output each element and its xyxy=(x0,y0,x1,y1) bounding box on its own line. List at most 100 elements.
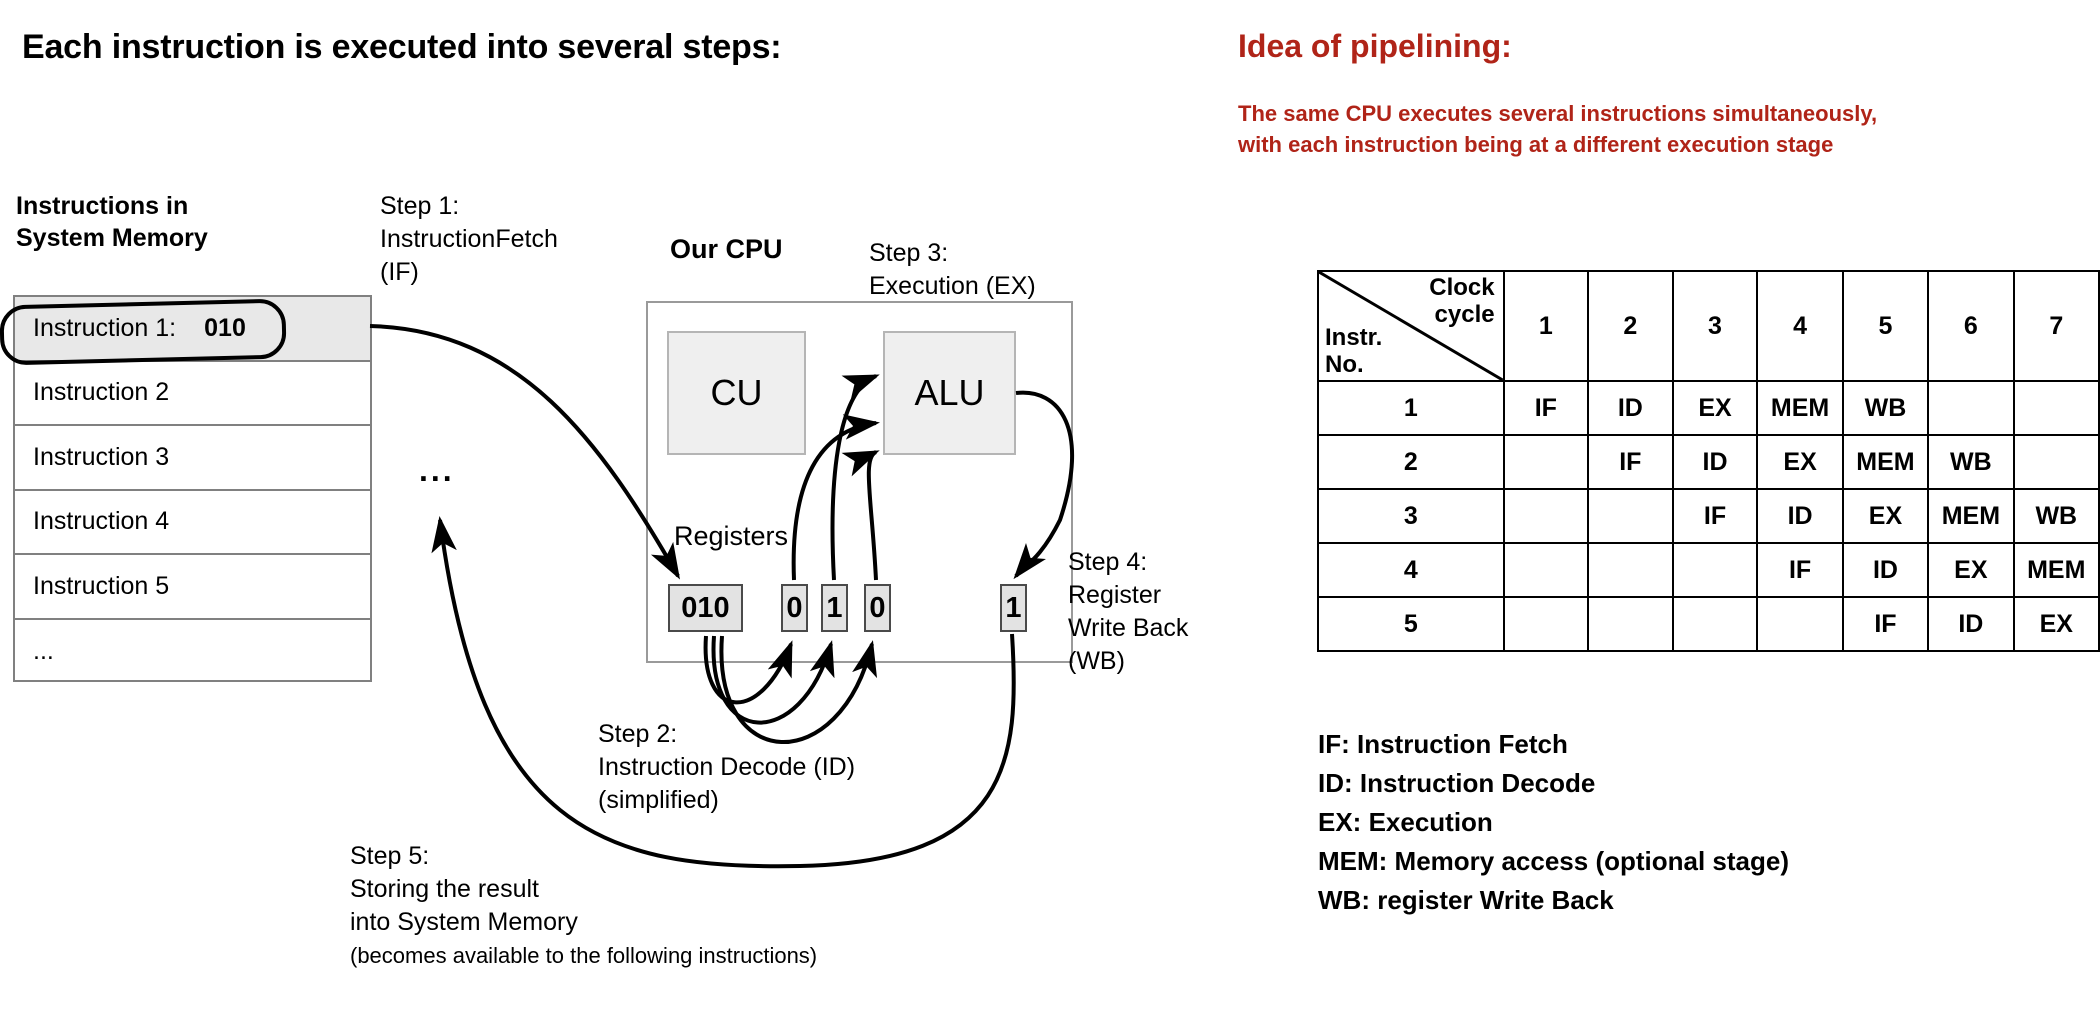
stage-cell: IF xyxy=(1671,488,1759,544)
instruction-number-label: Instr. No. xyxy=(1325,324,1382,378)
table-header-row: Clock cycle Instr. No. 1 2 3 4 5 6 7 xyxy=(1317,270,2100,382)
stage-cell xyxy=(1587,542,1674,598)
instr-label-line1: Instr. xyxy=(1325,324,1383,351)
step-4-line4: (WB) xyxy=(1068,647,1125,675)
memory-row-2[interactable]: Instruction 2 xyxy=(15,362,370,426)
memory-row-4[interactable]: Instruction 4 xyxy=(15,491,370,555)
step-5-annotation: Step 5: Storing the result into System M… xyxy=(350,840,817,972)
memory-row-label: Instruction 2 xyxy=(33,378,170,407)
legend-item-wb: WB: register Write Back xyxy=(1318,885,1614,915)
pipeline-table: Clock cycle Instr. No. 1 2 3 4 5 6 7 1 I… xyxy=(1317,270,2100,652)
clock-cycle-header-4: 4 xyxy=(1756,270,1844,382)
stage-cell xyxy=(1502,434,1590,490)
table-row: 5 IF ID EX xyxy=(1317,596,2100,652)
step-2-line1: Step 2: xyxy=(598,720,678,748)
stage-cell: ID xyxy=(1671,434,1759,490)
stage-cell xyxy=(1587,488,1674,544)
clock-cycle-header-2: 2 xyxy=(1587,270,1674,382)
stage-cell xyxy=(1502,542,1590,598)
pipelining-description: The same CPU executes several instructio… xyxy=(1238,98,2100,160)
table-corner-cell: Clock cycle Instr. No. xyxy=(1317,270,1505,382)
stage-cell xyxy=(1502,488,1590,544)
stage-cell xyxy=(1502,596,1590,652)
registers-label: Registers xyxy=(674,521,789,551)
memory-row-label: Instruction 3 xyxy=(33,442,170,471)
pipelining-description-line1: The same CPU executes several instructio… xyxy=(1238,101,1878,126)
stage-cell: WB xyxy=(1927,434,2015,490)
step-3-annotation: Step 3: Execution (EX) xyxy=(869,237,1036,303)
stage-cell xyxy=(2012,380,2100,436)
table-row: 2 IF ID EX MEM WB xyxy=(1317,434,2100,490)
pipelining-description-line2: with each instruction being at a differe… xyxy=(1238,132,1834,157)
instr-no-1: 1 xyxy=(1317,380,1505,436)
step-1-line1: Step 1: xyxy=(380,192,460,220)
alu-box: ALU xyxy=(883,331,1016,455)
step-4-line1: Step 4: xyxy=(1068,548,1148,576)
instr-no-2: 2 xyxy=(1317,434,1505,490)
stage-cell xyxy=(1927,380,2015,436)
memory-ellipsis-dots: ... xyxy=(419,452,455,488)
stage-cell: WB xyxy=(1841,380,1930,436)
table-row: 1 IF ID EX MEM WB xyxy=(1317,380,2100,436)
stage-cell: EX xyxy=(1841,488,1930,544)
stage-cell: EX xyxy=(1927,542,2015,598)
stage-cell: EX xyxy=(1756,434,1844,490)
stage-cell xyxy=(1587,596,1674,652)
step-4-line2: Register xyxy=(1068,581,1162,609)
memory-row-3[interactable]: Instruction 3 xyxy=(15,426,370,491)
memory-heading-line1: Instructions in xyxy=(16,192,189,220)
step-3-line2: Execution (EX) xyxy=(869,272,1036,300)
page-title-left: Each instruction is executed into severa… xyxy=(22,28,782,66)
stage-cell: IF xyxy=(1756,542,1844,598)
step-1-line3: (IF) xyxy=(380,258,419,286)
clock-cycle-header-3: 3 xyxy=(1671,270,1759,382)
stage-cell: ID xyxy=(1841,542,1930,598)
stage-cell xyxy=(1756,596,1844,652)
memory-row-label: ... xyxy=(33,637,54,666)
diagonal-divider-icon xyxy=(1319,272,1503,380)
table-row: 3 IF ID EX MEM WB xyxy=(1317,488,2100,544)
memory-row-label: Instruction 5 xyxy=(33,571,170,600)
step-5-line4: (becomes available to the following inst… xyxy=(350,943,818,968)
clock-cycle-header-1: 1 xyxy=(1502,270,1590,382)
legend-item-id: ID: Instruction Decode xyxy=(1318,768,1596,798)
table-row: 4 IF ID EX MEM xyxy=(1317,542,2100,598)
stage-cell: ID xyxy=(1587,380,1674,436)
memory-row-label: Instruction 4 xyxy=(33,507,170,536)
highlight-ellipse xyxy=(0,298,287,366)
instr-no-4: 4 xyxy=(1317,542,1505,598)
control-unit-box: CU xyxy=(667,331,806,455)
legend-item-mem: MEM: Memory access (optional stage) xyxy=(1318,846,1789,876)
memory-row-code: 010 xyxy=(204,313,246,342)
register-instruction: 010 xyxy=(668,584,743,632)
stage-cell: EX xyxy=(1671,380,1759,436)
clock-cycle-label: Clock cycle xyxy=(1429,274,1495,328)
stage-cell: IF xyxy=(1841,596,1930,652)
stage-cell: IF xyxy=(1502,380,1590,436)
register-result: 1 xyxy=(1000,584,1027,632)
stage-cell: MEM xyxy=(1756,380,1844,436)
memory-row-label: Instruction 1: xyxy=(33,313,177,342)
instr-no-3: 3 xyxy=(1317,488,1505,544)
step-4-annotation: Step 4: Register Write Back (WB) xyxy=(1068,546,1188,678)
register-bit-2: 1 xyxy=(821,584,848,632)
step-2-line3: (simplified) xyxy=(598,786,719,814)
stage-cell xyxy=(1671,596,1759,652)
stage-legend: IF: Instruction Fetch ID: Instruction De… xyxy=(1318,725,1789,920)
memory-heading-line2: System Memory xyxy=(16,224,208,252)
stage-cell: MEM xyxy=(1841,434,1930,490)
clock-cycle-header-5: 5 xyxy=(1841,270,1930,382)
step-2-line2: Instruction Decode (ID) xyxy=(598,753,856,781)
memory-row-1[interactable]: Instruction 1: 010 xyxy=(15,297,370,362)
step-3-line1: Step 3: xyxy=(869,239,949,267)
stage-cell xyxy=(2012,434,2100,490)
memory-row-5[interactable]: Instruction 5 xyxy=(15,555,370,620)
step-5-line2: Storing the result xyxy=(350,875,539,903)
memory-row-6[interactable]: ... xyxy=(15,620,370,685)
cpu-label: Our CPU xyxy=(670,234,783,264)
stage-cell: WB xyxy=(2012,488,2100,544)
step-1-line2: InstructionFetch xyxy=(380,225,558,253)
stage-cell: ID xyxy=(1756,488,1844,544)
clock-cycle-header-6: 6 xyxy=(1927,270,2015,382)
stage-cell: MEM xyxy=(2012,542,2100,598)
